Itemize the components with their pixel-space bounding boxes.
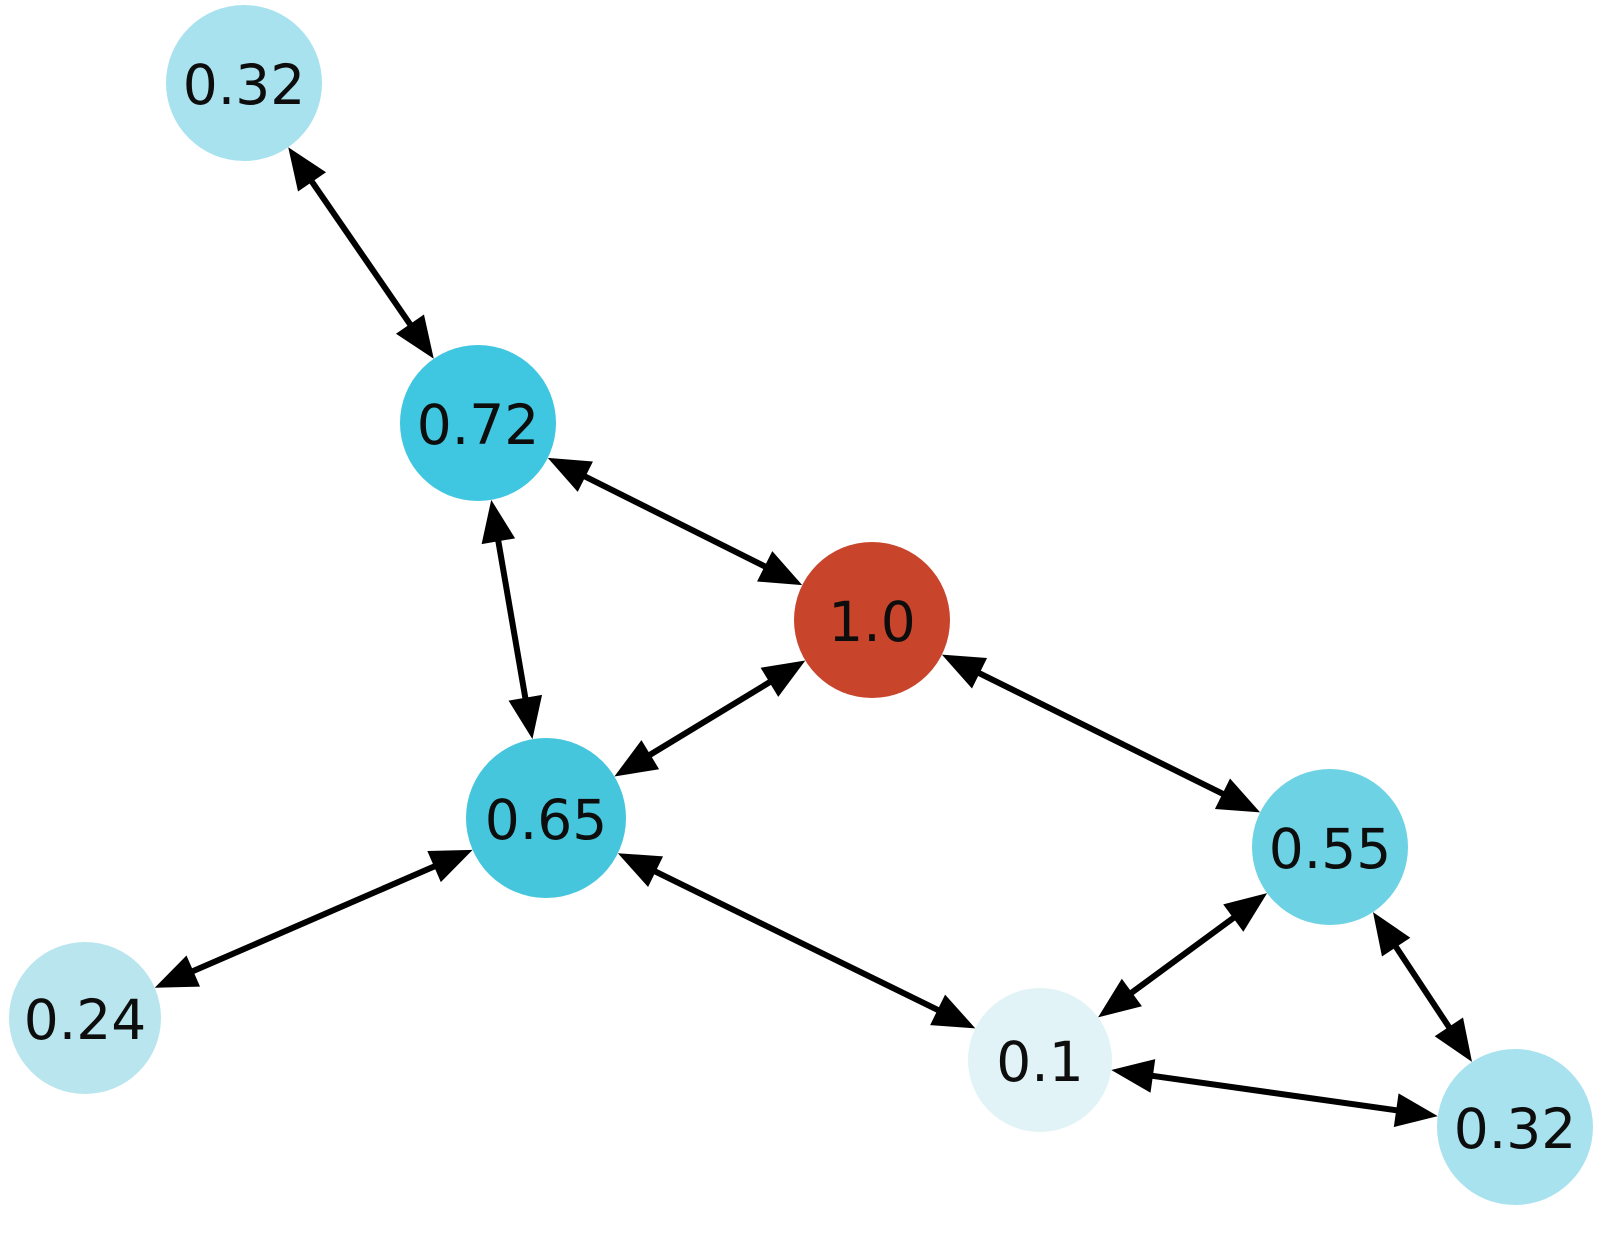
graph-edge[interactable] [941, 654, 1261, 813]
node-circle[interactable] [166, 5, 322, 161]
graph-edge[interactable] [481, 499, 543, 740]
edge-arrowhead [508, 694, 543, 740]
edge-arrowhead [395, 314, 434, 359]
edge-arrowhead [941, 654, 988, 689]
graph-edge[interactable] [1098, 893, 1268, 1018]
nodes-layer: 0.32 0.72 1.0 0.65 0.55 0.24 0.1 0.32 [9, 5, 1593, 1205]
edge-arrowhead [427, 849, 473, 883]
graph-edge[interactable] [154, 849, 473, 988]
edge-arrowhead [617, 853, 664, 887]
node-circle[interactable] [1252, 769, 1408, 925]
edge-arrowhead [1223, 893, 1268, 932]
edge-arrowhead [1373, 912, 1411, 957]
graph-node[interactable]: 0.32 [1437, 1049, 1593, 1205]
edge-line [174, 856, 453, 982]
edge-arrowhead [288, 147, 327, 192]
edge-line [298, 164, 424, 342]
graph-edge[interactable] [614, 660, 806, 777]
edge-arrowhead [930, 994, 976, 1029]
node-circle[interactable] [9, 942, 161, 1094]
node-circle[interactable] [794, 542, 950, 698]
graph-node[interactable]: 0.65 [466, 738, 626, 898]
edge-arrowhead [1434, 1017, 1472, 1062]
graph-edge[interactable] [1373, 912, 1472, 1062]
graph-node[interactable]: 0.24 [9, 942, 161, 1094]
edge-line [637, 860, 956, 1021]
node-circle[interactable] [400, 345, 556, 501]
edge-arrowhead [547, 457, 593, 492]
edge-arrowhead [757, 551, 803, 586]
edges-layer [154, 147, 1472, 1128]
graph-edge[interactable] [617, 853, 976, 1029]
edge-line [1133, 1070, 1416, 1116]
graph-edge[interactable] [1111, 1059, 1438, 1128]
edge-arrowhead [1098, 978, 1142, 1018]
node-circle[interactable] [968, 988, 1112, 1132]
graph-edge[interactable] [288, 147, 434, 359]
edge-line [492, 522, 532, 717]
edge-line [632, 669, 788, 768]
graph-node[interactable]: 0.72 [400, 345, 556, 501]
graph-node[interactable]: 0.1 [968, 988, 1112, 1132]
edge-line [961, 662, 1241, 805]
node-circle[interactable] [466, 738, 626, 898]
edge-arrowhead [1393, 1093, 1438, 1128]
edge-arrowhead [1214, 778, 1261, 813]
graph-node[interactable]: 0.55 [1252, 769, 1408, 925]
node-circle[interactable] [1437, 1049, 1593, 1205]
graph-node[interactable]: 1.0 [794, 542, 950, 698]
edge-line [567, 465, 783, 578]
edge-arrowhead [760, 660, 806, 697]
edge-arrowhead [614, 740, 660, 777]
edge-line [1383, 929, 1462, 1045]
edge-arrowhead [481, 499, 516, 545]
edge-line [1114, 904, 1251, 1007]
graph-node[interactable]: 0.32 [166, 5, 322, 161]
graph-edge[interactable] [547, 457, 803, 586]
edge-arrowhead [1111, 1059, 1156, 1093]
edge-arrowhead [154, 955, 201, 988]
